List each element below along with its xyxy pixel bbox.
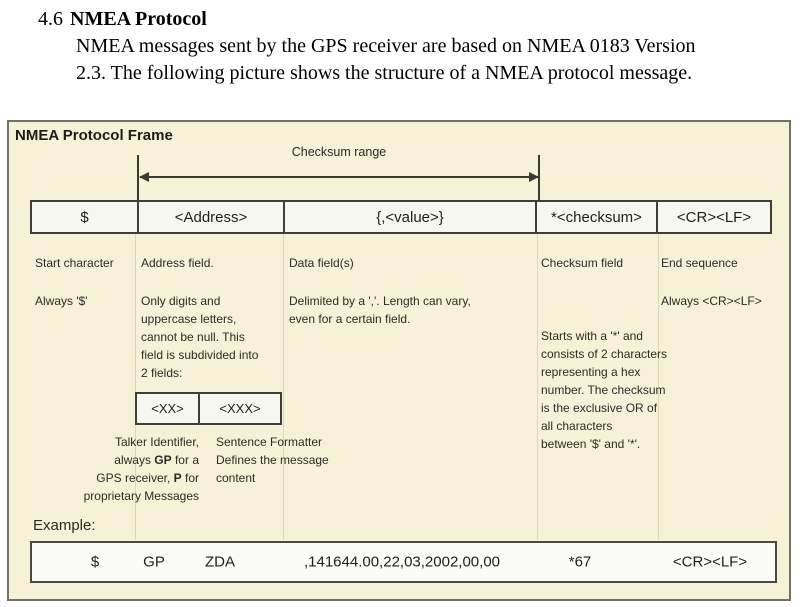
talker-identifier-box: <XX> [135,392,200,425]
example-end-sequence: <CR><LF> [672,553,748,571]
section-number: 4.6 [38,8,63,30]
diagram-title: NMEA Protocol Frame [15,127,173,144]
example-sentence-formatter: ZDA [205,553,235,571]
column-heading: Address field. [141,256,214,270]
example-talker-id: GP [143,553,165,571]
example-message-box: $ GP ZDA ,141644.00,22,03,2002,00,00 *67… [30,541,777,583]
checksum-range-tick-left [137,155,139,200]
sentence-formatter-box: <XXX> [198,392,282,425]
column-heading: Checksum field [541,256,624,270]
address-subfield-boxes: <XX> <XXX> [135,392,282,425]
column-data-fields: Data field(s) Delimited by a ','. Length… [289,254,539,328]
frame-cell-value: {,<value>} [283,200,537,234]
example-label: Example: [33,517,96,534]
checksum-range-tick-right [538,155,540,200]
column-start-character: Start character Always '$' [35,254,133,310]
column-end-sequence: End sequence Always <CR><LF> [661,254,777,310]
frame-cell-address: <Address> [137,200,285,234]
intro-paragraph: NMEA messages sent by the GPS receiver a… [76,35,696,84]
nmea-protocol-frame-diagram: NMEA Protocol Frame Checksum range $ <Ad… [7,120,791,601]
talker-note-line: proprietary Messages [83,489,199,503]
section-heading: 4.6 NMEA Protocol [38,8,207,31]
column-heading: Start character [35,256,114,270]
talker-note-line: Talker Identifier, [114,435,199,449]
talker-note-line: GPS receiver, P for [96,471,199,485]
column-divider [658,234,659,540]
example-start-character: $ [90,553,100,571]
frame-row: $ <Address> {,<value>} *<checksum> <CR><… [30,200,772,234]
frame-cell-checksum: *<checksum> [535,200,658,234]
arrowhead-right-icon [529,172,539,182]
talker-note-line: always GP for a [114,453,199,467]
column-divider [283,234,284,540]
column-detail: Delimited by a ','. Length can vary,even… [289,294,471,326]
frame-cell-start-character: $ [30,200,139,234]
example-checksum: *67 [568,553,592,571]
arrowhead-left-icon [139,172,149,182]
column-detail: Always '$' [35,294,88,308]
column-divider [537,234,538,540]
column-divider [135,234,136,540]
example-data-fields: ,141644.00,22,03,2002,00,00 [303,553,501,571]
frame-cell-end-sequence: <CR><LF> [656,200,772,234]
talker-identifier-note: Talker Identifier, always GP for a GPS r… [27,433,199,505]
checksum-range-arrow [139,172,539,182]
column-heading: Data field(s) [289,256,354,270]
column-heading: End sequence [661,256,738,270]
section-title: NMEA Protocol [70,8,207,30]
column-detail: Always <CR><LF> [661,294,762,308]
checksum-range-label: Checksum range [291,145,387,159]
